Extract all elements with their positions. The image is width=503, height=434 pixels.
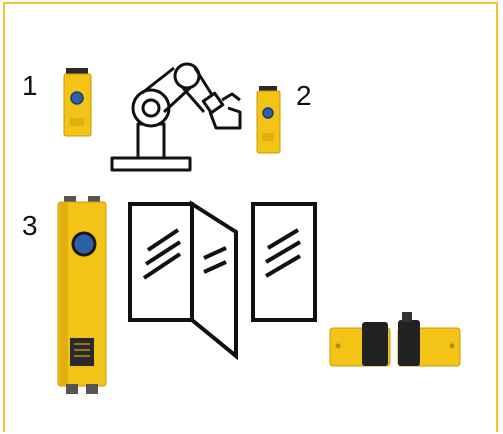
magnetic-safety-switch-icon bbox=[330, 312, 460, 366]
robot-arm-icon bbox=[112, 64, 240, 170]
safety-sensor-large-icon bbox=[58, 196, 106, 394]
window-panel-icon bbox=[253, 204, 315, 320]
safety-sensor-tall-icon bbox=[257, 86, 280, 153]
folding-door-icon bbox=[130, 204, 236, 356]
safety-sensor-small-icon bbox=[64, 68, 91, 136]
